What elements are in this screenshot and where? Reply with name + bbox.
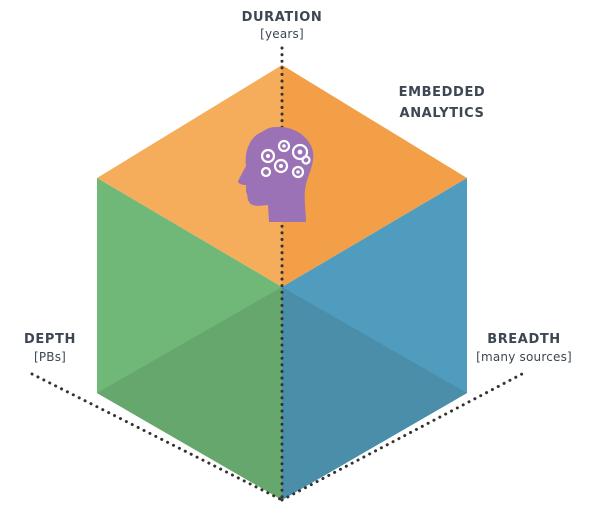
- brain-gears-head-icon: [238, 126, 314, 222]
- embedded-analytics-line2: ANALYTICS: [400, 106, 485, 121]
- breadth-unit: [many sources]: [476, 350, 572, 364]
- cube-left-face-shade: [97, 287, 282, 500]
- depth-label: DEPTH: [24, 332, 76, 347]
- breadth-axis: [280, 372, 524, 502]
- duration-unit: [years]: [260, 27, 304, 41]
- depth-axis: [30, 372, 284, 502]
- cube-top-left-face: [97, 65, 282, 287]
- cube-top-right-face: [282, 65, 467, 287]
- embedded-analytics-line1: EMBEDDED: [399, 85, 486, 100]
- cube-right-face-shade: [282, 287, 467, 500]
- duration-label: DURATION: [242, 10, 323, 25]
- cube: [97, 65, 467, 500]
- depth-unit: [PBs]: [34, 350, 66, 364]
- dotted-axes: [30, 46, 524, 502]
- breadth-label: BREADTH: [487, 332, 561, 347]
